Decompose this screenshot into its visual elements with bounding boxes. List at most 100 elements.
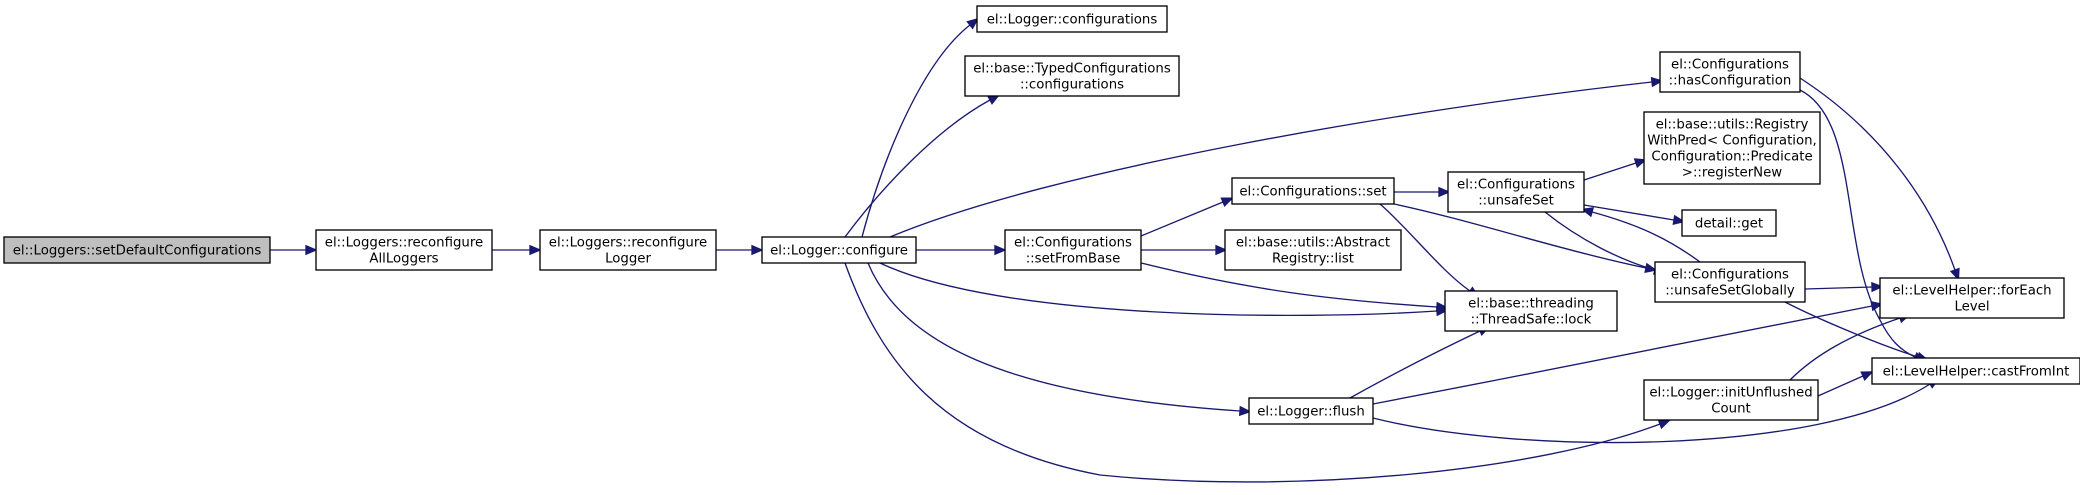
- arrow-head-icon: [751, 244, 764, 256]
- edge-configure-to-setFromBase: [916, 244, 1007, 256]
- node-label: Count: [1711, 402, 1751, 417]
- node-label: Configuration::Predicate: [1651, 150, 1812, 165]
- node-box[interactable]: [539, 229, 717, 271]
- arrow-head-icon: [1220, 197, 1234, 208]
- edge-setFromBase-to-lock: [1140, 262, 1449, 313]
- node-box[interactable]: [1643, 111, 1821, 185]
- node-castFromInt[interactable]: el::LevelHelper::castFromInt: [1871, 357, 2080, 385]
- node-label: el::Configurations::set: [1239, 185, 1386, 200]
- node-box[interactable]: [1879, 277, 2065, 319]
- node-box[interactable]: [964, 55, 1180, 97]
- node-lock[interactable]: el::base::threading::ThreadSafe::lock: [1444, 290, 1618, 332]
- edge-unsafeSet-to-registerNew: [1583, 158, 1648, 181]
- node-label: el::base::utils::Abstract: [1236, 236, 1390, 251]
- node-label: el::Configurations: [1671, 268, 1789, 283]
- node-label: el::Loggers::reconfigure: [325, 236, 483, 251]
- node-label: el::Logger::initUnflushed: [1649, 386, 1812, 401]
- edge-unsafeSet-to-detailGet: [1583, 204, 1686, 226]
- edge-setFromBase-to-confSet: [1140, 197, 1234, 237]
- node-label: ::hasConfiguration: [1669, 74, 1792, 89]
- node-box[interactable]: [1444, 290, 1618, 332]
- arrow-head-icon: [1215, 244, 1228, 256]
- node-box[interactable]: [1681, 209, 1777, 237]
- node-confSet[interactable]: el::Configurations::set: [1231, 177, 1395, 205]
- edge-reconfAll-to-reconfLogger: [492, 244, 542, 256]
- arrow-head-icon: [1870, 301, 1884, 312]
- node-unsafeSetGlobally[interactable]: el::Configurations::unsafeSetGlobally: [1654, 261, 1806, 303]
- edge-line: [1784, 301, 1919, 358]
- node-box[interactable]: [1447, 171, 1585, 213]
- edge-line: [1799, 89, 1916, 358]
- node-unsafeSet[interactable]: el::Configurations::unsafeSet: [1447, 171, 1585, 213]
- arrow-head-icon: [1650, 76, 1664, 88]
- node-box[interactable]: [1643, 379, 1819, 421]
- arrow-head-icon: [1438, 186, 1451, 198]
- node-label: el::Configurations: [1014, 236, 1132, 251]
- node-typedConfigs[interactable]: el::base::TypedConfigurations::configura…: [964, 55, 1180, 97]
- node-label: Level: [1954, 300, 1989, 315]
- edge-setDefault-to-reconfAll: [270, 244, 318, 256]
- node-label: el::Loggers::reconfigure: [549, 236, 707, 251]
- edge-unsafeSetGlobally-to-unsafeSet: [1580, 207, 1701, 263]
- arrow-head-icon: [529, 244, 542, 256]
- node-box[interactable]: [3, 236, 271, 264]
- node-label: el::Logger::flush: [1257, 405, 1365, 420]
- arrow-head-icon: [1657, 419, 1671, 430]
- nodes-layer: el::Loggers::setDefaultConfigurationsel:…: [3, 5, 2080, 425]
- edge-line: [1140, 201, 1224, 237]
- arrow-head-icon: [305, 244, 318, 256]
- arrow-head-icon: [1672, 214, 1686, 226]
- arrow-head-icon: [994, 244, 1007, 256]
- node-flush[interactable]: el::Logger::flush: [1248, 397, 1374, 425]
- node-setFromBase[interactable]: el::Configurations::setFromBase: [1004, 229, 1142, 271]
- edge-line: [1583, 204, 1675, 221]
- node-box[interactable]: [976, 5, 1168, 33]
- node-loggerConfigs[interactable]: el::Logger::configurations: [976, 5, 1168, 33]
- node-box[interactable]: [1004, 229, 1142, 271]
- edge-configure-to-flush: [867, 262, 1252, 417]
- edge-line: [879, 262, 1438, 317]
- arrow-head-icon: [966, 17, 980, 30]
- node-box[interactable]: [1871, 357, 2080, 385]
- node-label: el::Logger::configurations: [987, 13, 1158, 28]
- arrow-head-icon: [1238, 405, 1252, 417]
- edge-reconfLogger-to-configure: [716, 244, 764, 256]
- node-label: Logger: [605, 252, 651, 267]
- edge-line: [889, 81, 1653, 238]
- node-box[interactable]: [1231, 177, 1395, 205]
- edge-flush-to-forEachLevel: [1372, 301, 1884, 405]
- node-setDefault[interactable]: el::Loggers::setDefaultConfigurations: [3, 236, 271, 264]
- node-label: ::unsafeSetGlobally: [1665, 284, 1795, 299]
- node-configure[interactable]: el::Logger::configure: [761, 236, 917, 264]
- edge-configure-to-hasConfiguration: [889, 76, 1664, 238]
- node-box[interactable]: [1659, 51, 1801, 93]
- edge-line: [1349, 330, 1481, 399]
- node-box[interactable]: [1654, 261, 1806, 303]
- node-label: ::ThreadSafe::lock: [1471, 313, 1592, 328]
- node-detailGet[interactable]: detail::get: [1681, 209, 1777, 237]
- node-label: el::LevelHelper::forEach: [1892, 284, 2051, 299]
- node-box[interactable]: [1224, 229, 1402, 271]
- edge-setFromBase-to-abstractList: [1141, 244, 1228, 256]
- node-box[interactable]: [761, 236, 917, 264]
- arrow-head-icon: [1633, 158, 1648, 169]
- arrow-head-icon: [1580, 207, 1595, 218]
- node-box[interactable]: [1248, 397, 1374, 425]
- node-label: el::Loggers::setDefaultConfigurations: [13, 244, 262, 259]
- edge-line: [861, 24, 971, 238]
- node-hasConfiguration[interactable]: el::Configurations::hasConfiguration: [1659, 51, 1801, 93]
- edge-line: [1804, 286, 1873, 290]
- edge-line: [1379, 203, 1471, 292]
- edge-line: [1372, 305, 1873, 405]
- edge-line: [1591, 211, 1701, 263]
- node-box[interactable]: [315, 229, 493, 271]
- edge-line: [1817, 375, 1864, 397]
- node-label: detail::get: [1695, 217, 1763, 232]
